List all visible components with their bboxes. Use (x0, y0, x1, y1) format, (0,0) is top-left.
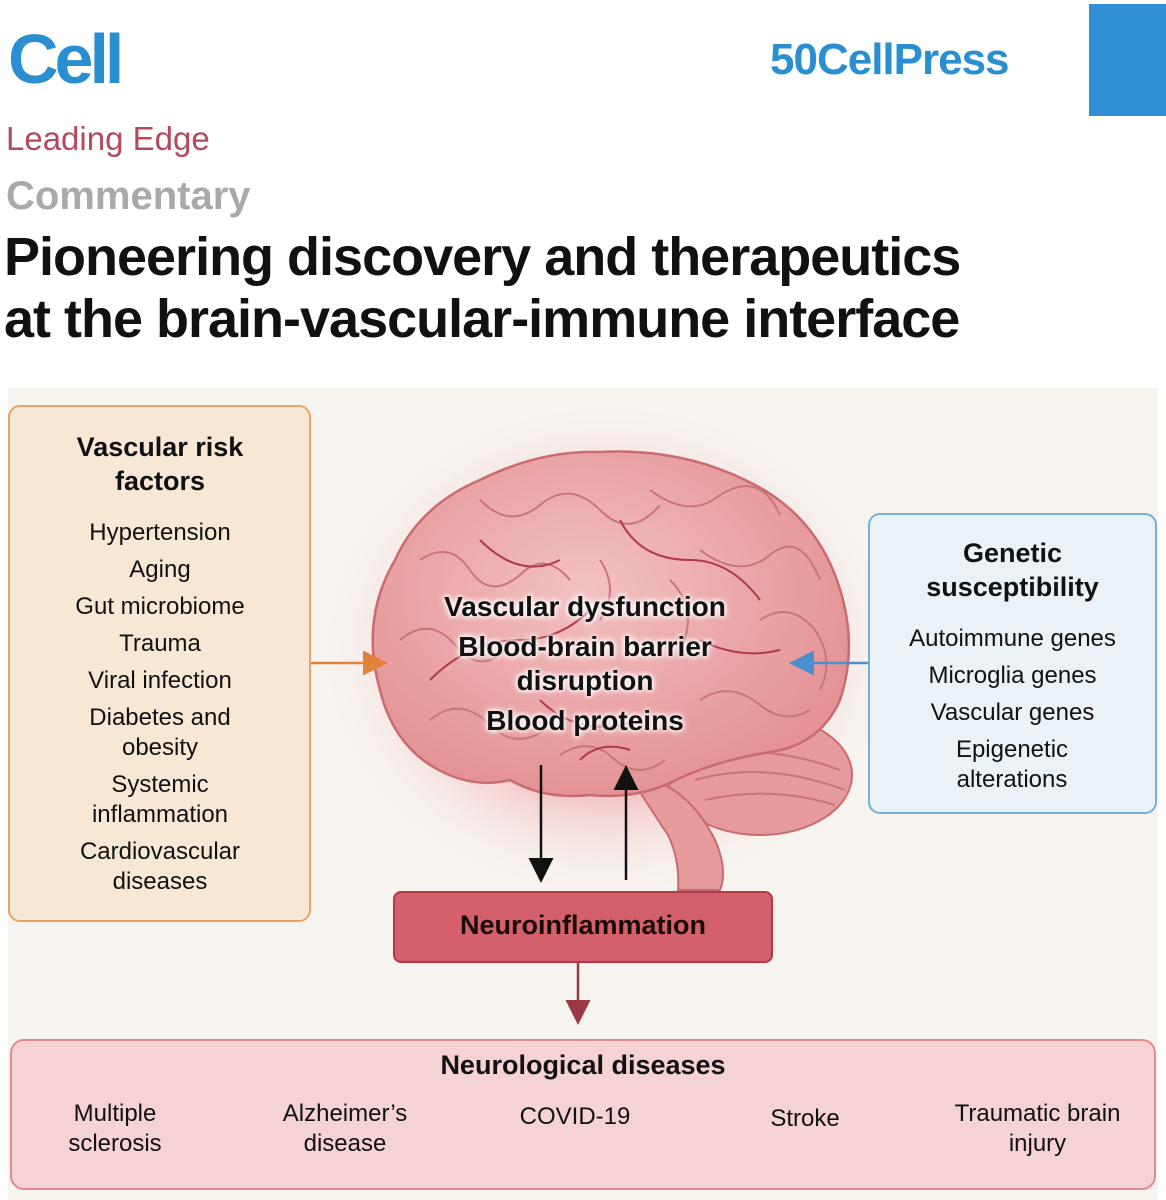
disease-item: Traumatic brain injury (954, 1100, 1121, 1157)
brain-label-vascular-dysfunction: Vascular dysfunction (444, 591, 726, 622)
risk-factors-box (8, 405, 311, 922)
section-label: Leading Edge (6, 120, 210, 157)
brainstem (638, 778, 725, 891)
disease-item: Alzheimer’s disease (282, 1100, 408, 1157)
brain-label-bbb: Blood-brain barrier (458, 631, 712, 662)
neuroinflammation-box (393, 891, 773, 963)
list-item: Aging (129, 556, 191, 583)
neurological-diseases-box (10, 1039, 1156, 1190)
genetic-susceptibility-box (868, 513, 1157, 814)
title-line-2: at the brain-vascular-immune interface (4, 289, 960, 349)
list-item: Gut microbiome (75, 593, 245, 620)
list-item: Epigenetic alterations (955, 736, 1069, 793)
list-item: Trauma (119, 630, 201, 657)
title-line-1: Pioneering discovery and therapeutics (4, 227, 961, 287)
list-item: Viral infection (88, 667, 232, 694)
article-type: Commentary (6, 174, 251, 218)
disease-item: Stroke (770, 1105, 840, 1132)
list-item: Hypertension (89, 519, 231, 546)
genetic-susceptibility-title: Genetic susceptibility (926, 538, 1099, 602)
article-title: Pioneering discovery and therapeutics at… (4, 226, 1154, 350)
genetic-susceptibility-list: Autoimmune genes Microglia genes Vascula… (870, 624, 1155, 802)
list-item: Vascular genes (930, 699, 1095, 726)
list-item: Systemic inflammation (91, 771, 229, 828)
risk-factors-list: Hypertension Aging Gut microbiome Trauma… (20, 518, 300, 904)
publisher-name: CellPress (816, 35, 1010, 84)
brain-label-disruption: disruption (516, 665, 654, 696)
disease-item: Multiple sclerosis (68, 1100, 162, 1157)
list-item: Cardiovascular diseases (79, 838, 241, 895)
list-item: Microglia genes (928, 662, 1097, 689)
brain-label-blood-proteins: Blood proteins (486, 705, 684, 736)
risk-factors-title: Vascular risk factors (76, 432, 244, 496)
brain-labels: Vascular dysfunction Blood-brain barrier… (390, 590, 780, 738)
disease-item: COVID-19 (519, 1103, 631, 1130)
list-item: Autoimmune genes (909, 625, 1116, 652)
list-item: Diabetes and obesity (89, 704, 231, 761)
neurological-diseases-title: Neurological diseases (440, 1050, 726, 1080)
journal-logo: Cell (8, 20, 124, 98)
neuroinflammation-label: Neuroinflammation (459, 910, 707, 940)
anniversary-badge: 50 (770, 35, 818, 84)
publisher-logo: 50CellPress (770, 35, 1010, 84)
cerebrum (371, 450, 851, 798)
blood-vessels (429, 519, 781, 761)
brain-gyri (399, 485, 828, 771)
corner-accent-bar (1089, 4, 1166, 116)
